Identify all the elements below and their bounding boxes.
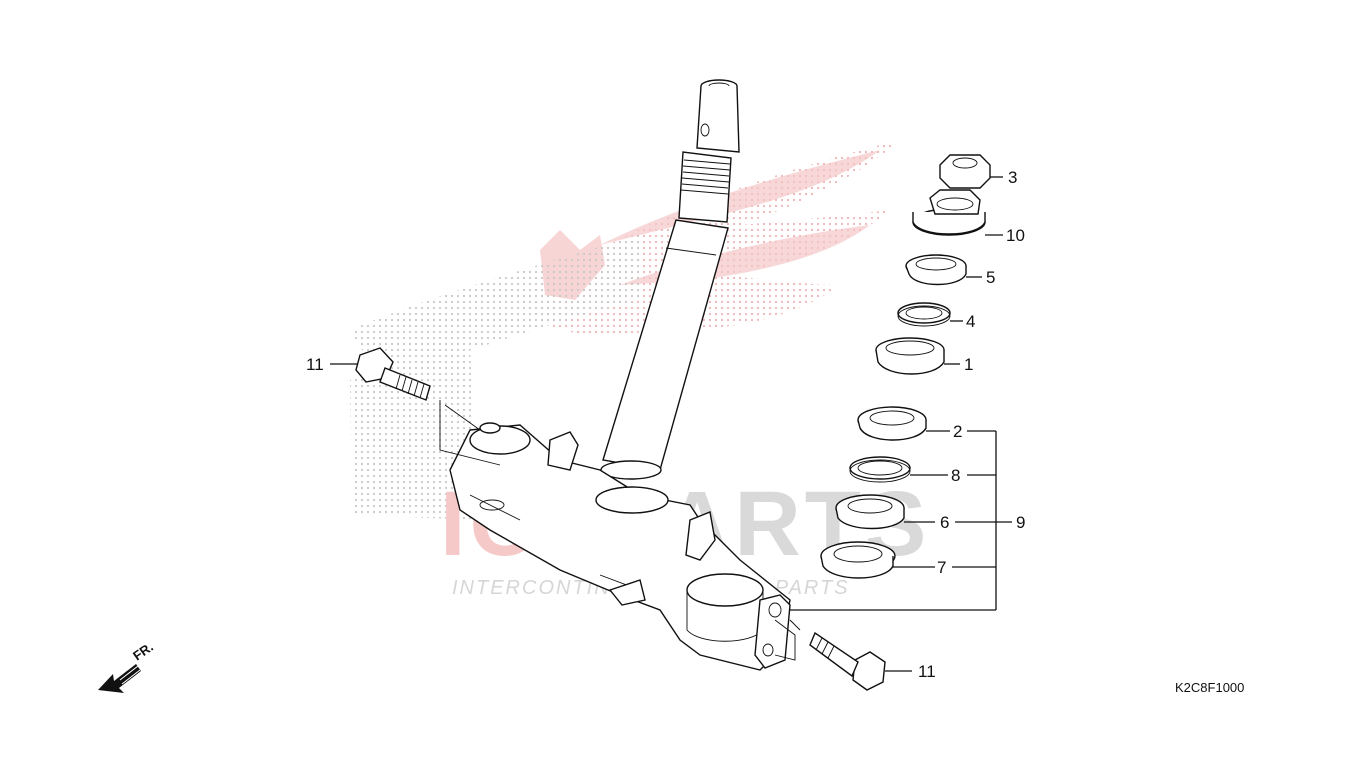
callout-6: 6 xyxy=(940,513,949,532)
bottom-ball-race xyxy=(857,406,927,441)
lock-nut xyxy=(912,189,986,236)
top-ball-race xyxy=(875,337,945,375)
lower-steel-ball-bearing xyxy=(849,456,911,483)
front-direction-arrow: FR. xyxy=(98,639,156,693)
dust-seal xyxy=(820,541,896,579)
callout-3: 3 xyxy=(1008,168,1017,187)
callout-7: 7 xyxy=(937,558,946,577)
pinch-bolt-lower xyxy=(774,619,886,691)
callout-8: 8 xyxy=(951,466,960,485)
pinch-bolt-upper xyxy=(355,347,501,466)
stem-nut xyxy=(939,154,991,189)
diagram-code: K2C8F1000 xyxy=(1175,680,1244,695)
callout-5: 5 xyxy=(986,268,995,287)
front-label: FR. xyxy=(130,639,156,663)
steering-stem-shaft xyxy=(600,79,740,480)
top-cone-race xyxy=(905,254,967,286)
callout-9: 9 xyxy=(1016,513,1025,532)
callout-11-upper: 11 xyxy=(306,355,324,374)
leader-lines xyxy=(330,176,1012,672)
callout-10: 10 xyxy=(1006,226,1025,245)
callout-4: 4 xyxy=(966,312,975,331)
bottom-cone-race xyxy=(835,494,905,530)
upper-steel-ball-bearing xyxy=(897,302,951,327)
callout-1: 1 xyxy=(964,355,973,374)
callouts: 3 10 5 4 1 2 8 6 7 9 11 11 xyxy=(306,168,1025,681)
bottom-bridge xyxy=(449,422,791,671)
callout-11-lower: 11 xyxy=(918,662,936,681)
callout-2: 2 xyxy=(953,422,962,441)
